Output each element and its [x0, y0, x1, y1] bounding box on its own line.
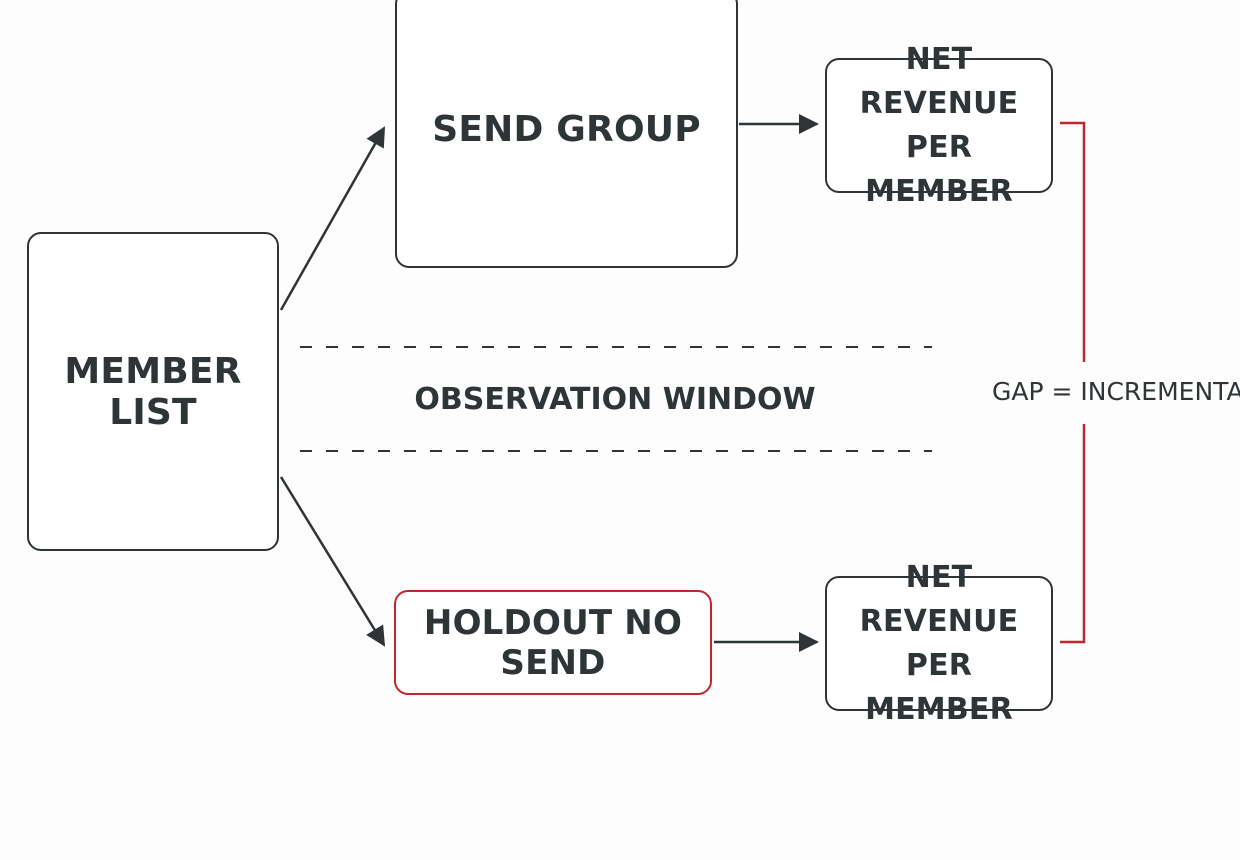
member-list-label: MEMBER LIST: [64, 350, 242, 433]
gap-bracket-bottom: [1060, 424, 1086, 644]
net-revenue-holdout-line1: NET REVENUE: [859, 559, 1019, 639]
observation-window-label: OBSERVATION WINDOW: [414, 382, 816, 417]
arrow-member-to-send: [279, 126, 386, 311]
arrow-member-to-holdout: [279, 476, 386, 647]
holdout-label: HOLDOUT NO SEND: [423, 602, 683, 683]
send-group-label: SEND GROUP: [432, 108, 701, 150]
gap-incremental-label: GAP = INCREMENTAL: [992, 377, 1240, 406]
holdout-no-send-node: HOLDOUT NO SEND: [394, 590, 712, 695]
net-revenue-holdout-line2: PER MEMBER: [865, 647, 1013, 727]
net-revenue-send-line2: PER MEMBER: [865, 129, 1013, 209]
net-revenue-send-line1: NET REVENUE: [859, 41, 1019, 121]
send-group-node: SEND GROUP: [395, 0, 738, 268]
member-list-node: MEMBER LIST: [27, 232, 279, 551]
net-revenue-holdout-node: NET REVENUE PER MEMBER: [825, 560, 1053, 727]
net-revenue-send-node: NET REVENUE PER MEMBER: [825, 42, 1053, 209]
gap-bracket-top: [1060, 121, 1086, 362]
